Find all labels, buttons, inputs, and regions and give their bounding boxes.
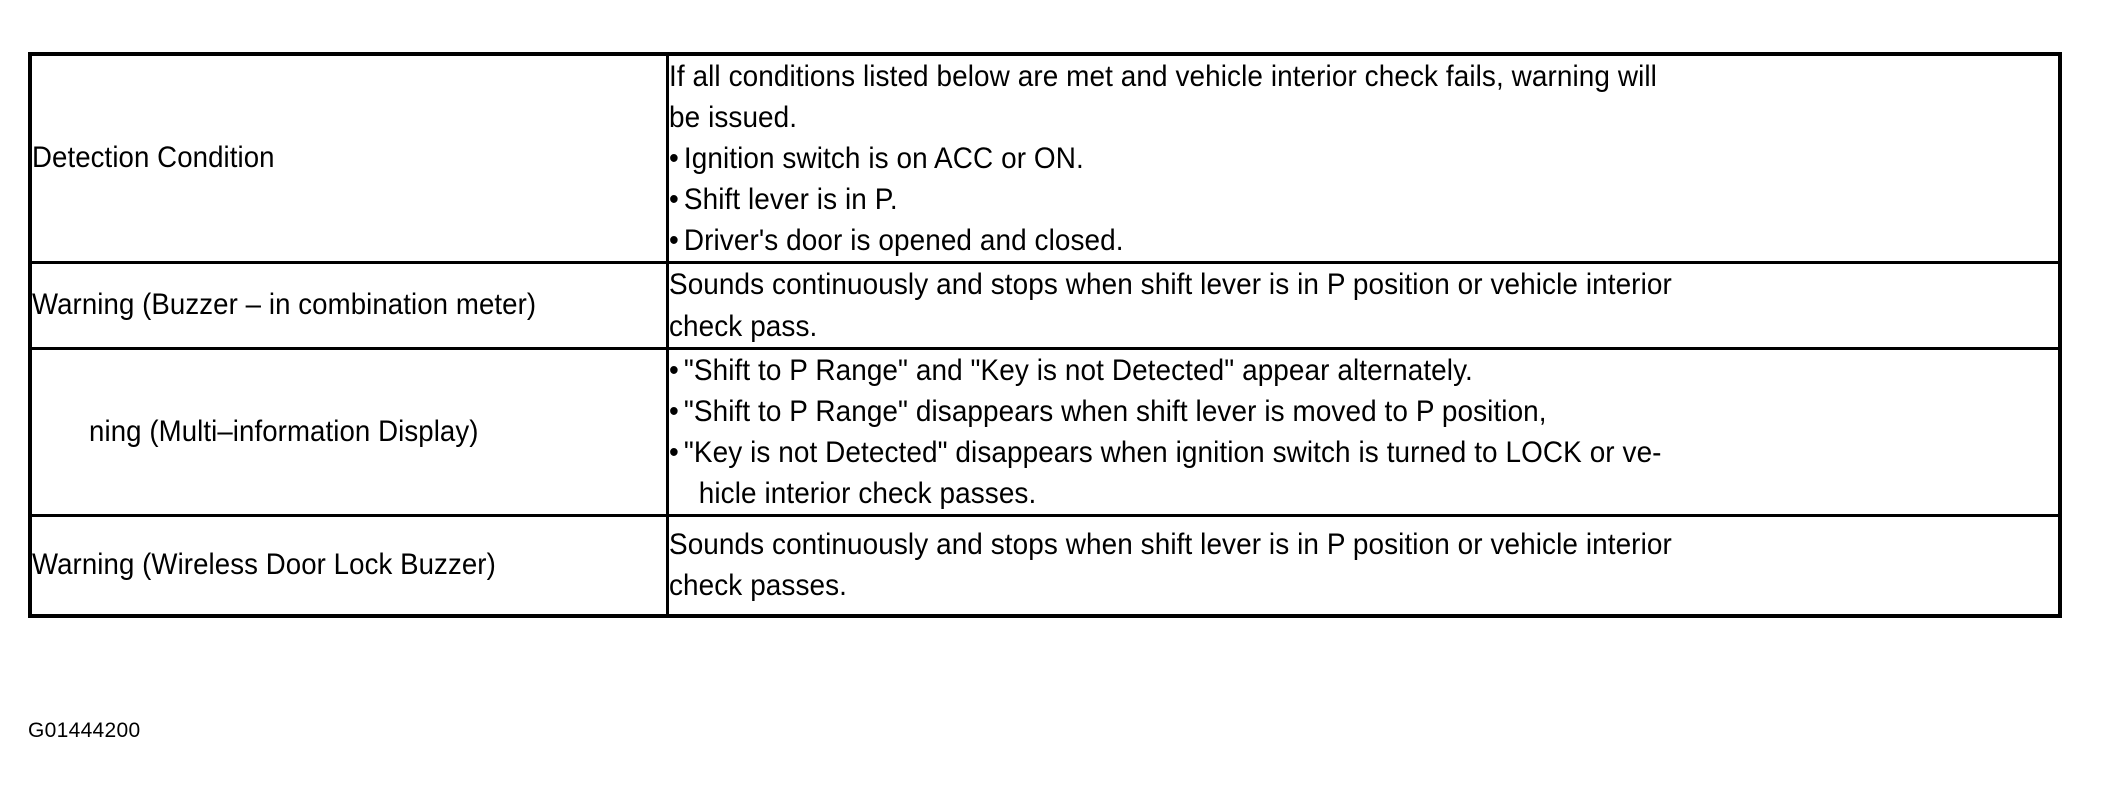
table-body: Detection Condition If all conditions li… (28, 52, 2062, 618)
row-label: Warning (Wireless Door Lock Buzzer) (32, 547, 496, 581)
description-line: check pass. (668, 309, 817, 343)
bullet-item: • Shift lever is in P. (669, 179, 1961, 220)
row-description-cell: Sounds continuously and stops when shift… (665, 261, 2062, 350)
row-label: Detection Condition (32, 141, 275, 175)
bullet-item: • "Shift to P Range" disappears when shi… (669, 391, 1961, 432)
bullet-dot-icon: • (668, 353, 679, 387)
bullet-dot-icon: • (668, 224, 679, 258)
table-row: Warning (Buzzer – in combination meter) … (28, 261, 2062, 350)
bullet-dot-icon: • (668, 394, 679, 428)
bullet-text: Shift lever is in P. (683, 183, 898, 217)
bullet-dot-icon: • (668, 142, 679, 176)
description-line: Sounds continuously and stops when shift… (668, 528, 1672, 562)
table-row: ning (Multi–information Display) • "Shif… (28, 346, 2062, 518)
bullet-item: • "Key is not Detected" disappears when … (669, 432, 1961, 473)
row-description-cell: • "Shift to P Range" and "Key is not Det… (665, 346, 2062, 518)
bullet-text: "Shift to P Range" and "Key is not Detec… (683, 353, 1473, 387)
bullet-continuation-line: hicle interior check passes. (698, 476, 1036, 510)
figure-code-caption: G01444200 (28, 719, 141, 742)
description-line: be issued. (668, 101, 797, 135)
table-row: Detection Condition If all conditions li… (28, 52, 2062, 265)
row-label: ning (Multi–information Display) (89, 414, 479, 448)
row-label-cell: Warning (Wireless Door Lock Buzzer) (28, 514, 669, 618)
row-label-cell: Detection Condition (28, 52, 669, 265)
description-line: check passes. (668, 569, 847, 603)
bullet-text: Ignition switch is on ACC or ON. (683, 142, 1084, 176)
description-line: If all conditions listed below are met a… (668, 60, 1657, 93)
bullet-text: "Key is not Detected" disappears when ig… (683, 435, 1662, 469)
bullet-dot-icon: • (668, 183, 679, 217)
row-label-cell: ning (Multi–information Display) (28, 346, 669, 518)
row-label: Warning (Buzzer – in combination meter) (32, 288, 537, 322)
bullet-dot-icon: • (668, 435, 679, 469)
bullet-text: "Shift to P Range" disappears when shift… (683, 394, 1547, 428)
row-label-cell: Warning (Buzzer – in combination meter) (28, 261, 669, 350)
description-line: Sounds continuously and stops when shift… (668, 268, 1672, 302)
table-row: Warning (Wireless Door Lock Buzzer) Soun… (28, 514, 2062, 618)
bullet-text: Driver's door is opened and closed. (683, 224, 1124, 258)
bullet-item: • Driver's door is opened and closed. (669, 220, 1961, 261)
row-description-cell: If all conditions listed below are met a… (665, 52, 2062, 265)
bullet-item: • Ignition switch is on ACC or ON. (669, 138, 1961, 179)
row-description-cell: Sounds continuously and stops when shift… (665, 514, 2062, 618)
specification-table: Detection Condition If all conditions li… (28, 52, 2062, 618)
bullet-item: • "Shift to P Range" and "Key is not Det… (669, 350, 1961, 391)
